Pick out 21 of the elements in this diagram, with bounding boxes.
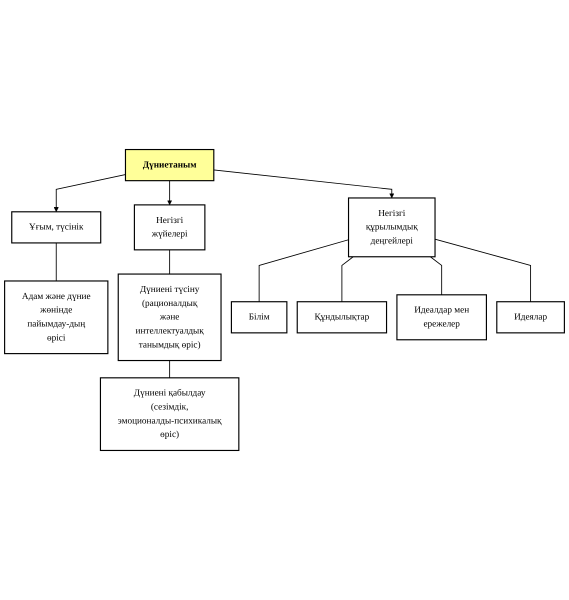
connector	[169, 360, 170, 378]
node-box: Дүниені түсіну (рационалдық және интеллектуалдық танымдық өріс)	[118, 273, 222, 362]
connector	[258, 239, 349, 302]
arrow	[213, 169, 394, 198]
arrow	[167, 180, 172, 206]
connector	[56, 242, 57, 282]
node-box: Құндылықтар	[296, 301, 388, 334]
node-box: Адам және дүние жөнінде пайымдау-дың өрісі	[4, 280, 108, 354]
connector	[169, 249, 170, 274]
node-box: Идеалдар мен ережелер	[396, 294, 487, 340]
connector	[430, 256, 442, 296]
connector	[341, 256, 354, 302]
node-box: Дүниені қабылдау (сезімдік, эмоционалды-психикалық өріс)	[100, 377, 240, 452]
node-box: Идеялар	[496, 301, 565, 334]
connector	[434, 238, 532, 302]
node-box: Негізгі құрылымдық деңгейлері	[348, 197, 436, 258]
node-box: Ұғым, түсінік	[11, 211, 102, 244]
arrow	[54, 174, 126, 212]
node-box: Білім	[230, 301, 288, 334]
node-box: Негізгі жүйелері	[134, 204, 206, 250]
node-box: Дүниетаным	[124, 148, 214, 182]
